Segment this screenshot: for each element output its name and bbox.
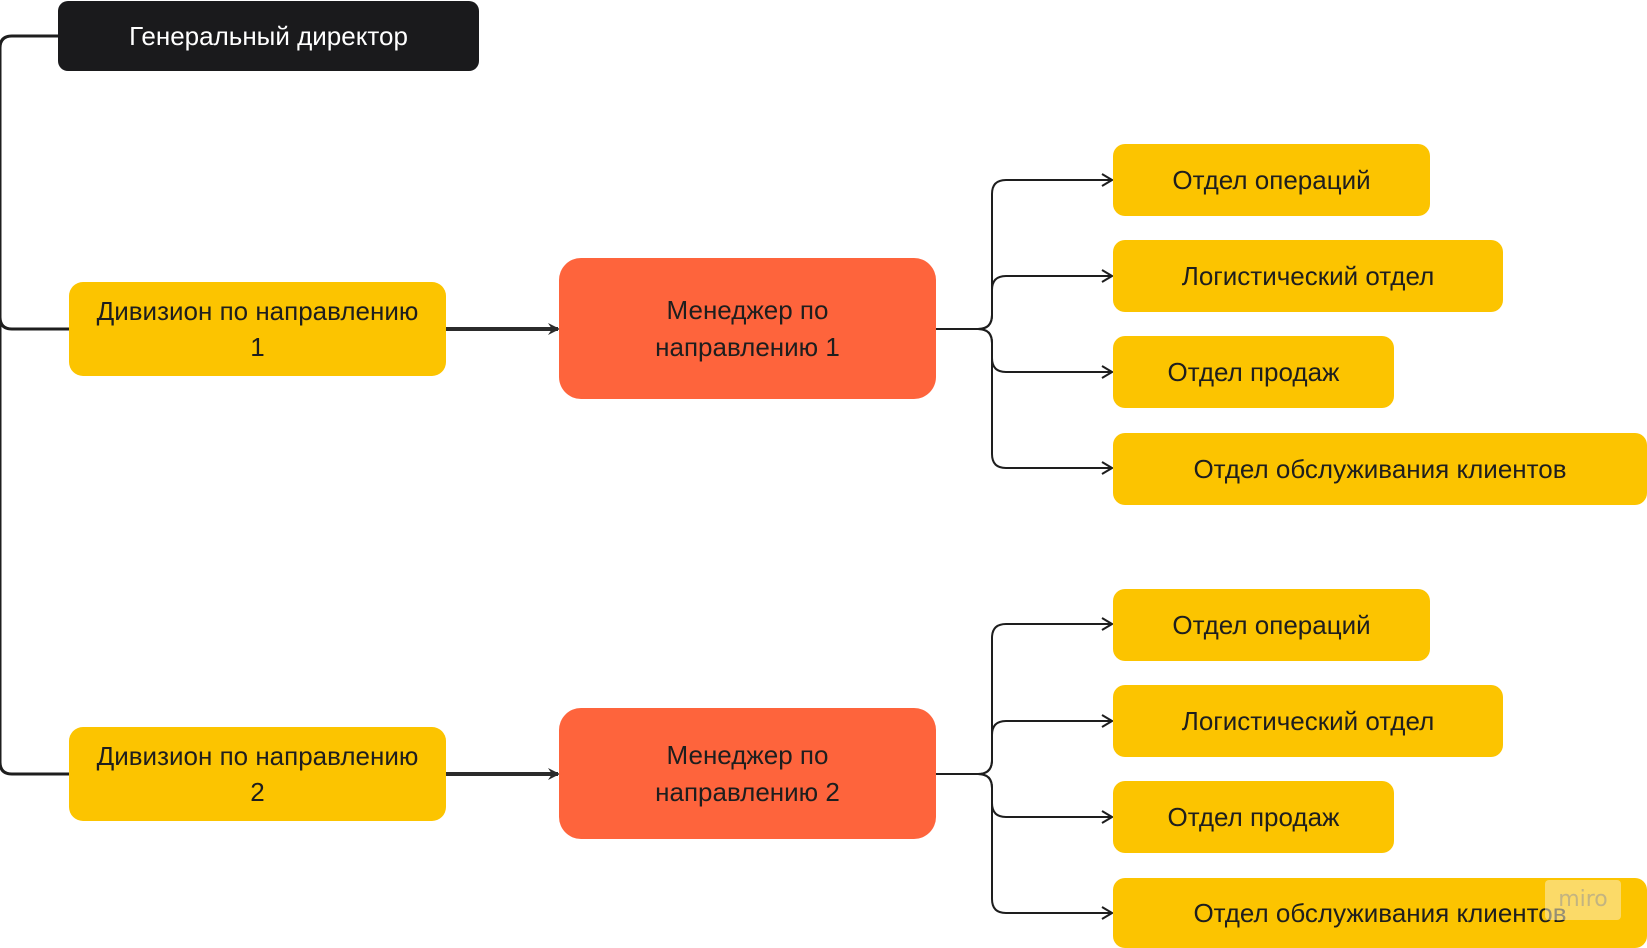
division-2-label: Дивизион по направлению 2 <box>96 740 419 807</box>
connector-m2-d4 <box>936 773 1112 913</box>
connector-m1-d1 <box>936 180 1112 330</box>
dept-label: Отдел операций <box>1172 164 1371 195</box>
ceo-node[interactable]: Генеральный директор <box>58 1 479 71</box>
manager-2-node[interactable]: Менеджер по направлению 2 <box>559 708 936 839</box>
connector-m1-d2 <box>936 276 1112 330</box>
ceo-label: Генеральный директор <box>129 20 408 51</box>
miro-watermark: miro <box>1545 880 1621 920</box>
manager-1-node[interactable]: Менеджер по направлению 1 <box>559 258 936 399</box>
ceo-trunk-connector <box>0 34 70 776</box>
branch-1-dept-operations[interactable]: Отдел операций <box>1113 144 1430 216</box>
manager-2-department-connectors <box>936 624 1112 913</box>
branch-1-dept-customer-service[interactable]: Отдел обслуживания клиентов <box>1113 433 1647 505</box>
manager-1-label: Менеджер по направлению 1 <box>655 295 840 362</box>
manager-1-department-connectors <box>936 180 1112 468</box>
dept-label: Отдел обслуживания клиентов <box>1193 897 1567 928</box>
connector-m1-d3 <box>936 328 1112 372</box>
connector-m1-d4 <box>936 328 1112 468</box>
dept-label: Логистический отдел <box>1181 705 1435 736</box>
manager-2-label: Менеджер по направлению 2 <box>655 740 840 807</box>
connector-m2-d3 <box>936 773 1112 817</box>
connector-m2-d2 <box>936 721 1112 775</box>
dept-label: Отдел операций <box>1172 609 1371 640</box>
dept-label: Логистический отдел <box>1181 260 1435 291</box>
branch-2-dept-logistics[interactable]: Логистический отдел <box>1113 685 1503 757</box>
branch-1-dept-logistics[interactable]: Логистический отдел <box>1113 240 1503 312</box>
dept-label: Отдел обслуживания клиентов <box>1193 453 1567 484</box>
connector-m2-d1 <box>936 624 1112 775</box>
dept-label: Отдел продаж <box>1167 356 1340 387</box>
branch-2-dept-sales[interactable]: Отдел продаж <box>1113 781 1394 853</box>
branch-1-dept-sales[interactable]: Отдел продаж <box>1113 336 1394 408</box>
branch-2-dept-operations[interactable]: Отдел операций <box>1113 589 1430 661</box>
division-2-node[interactable]: Дивизион по направлению 2 <box>69 727 446 821</box>
dept-label: Отдел продаж <box>1167 801 1340 832</box>
division-1-node[interactable]: Дивизион по направлению 1 <box>69 282 446 376</box>
division-1-label: Дивизион по направлению 1 <box>96 295 419 362</box>
